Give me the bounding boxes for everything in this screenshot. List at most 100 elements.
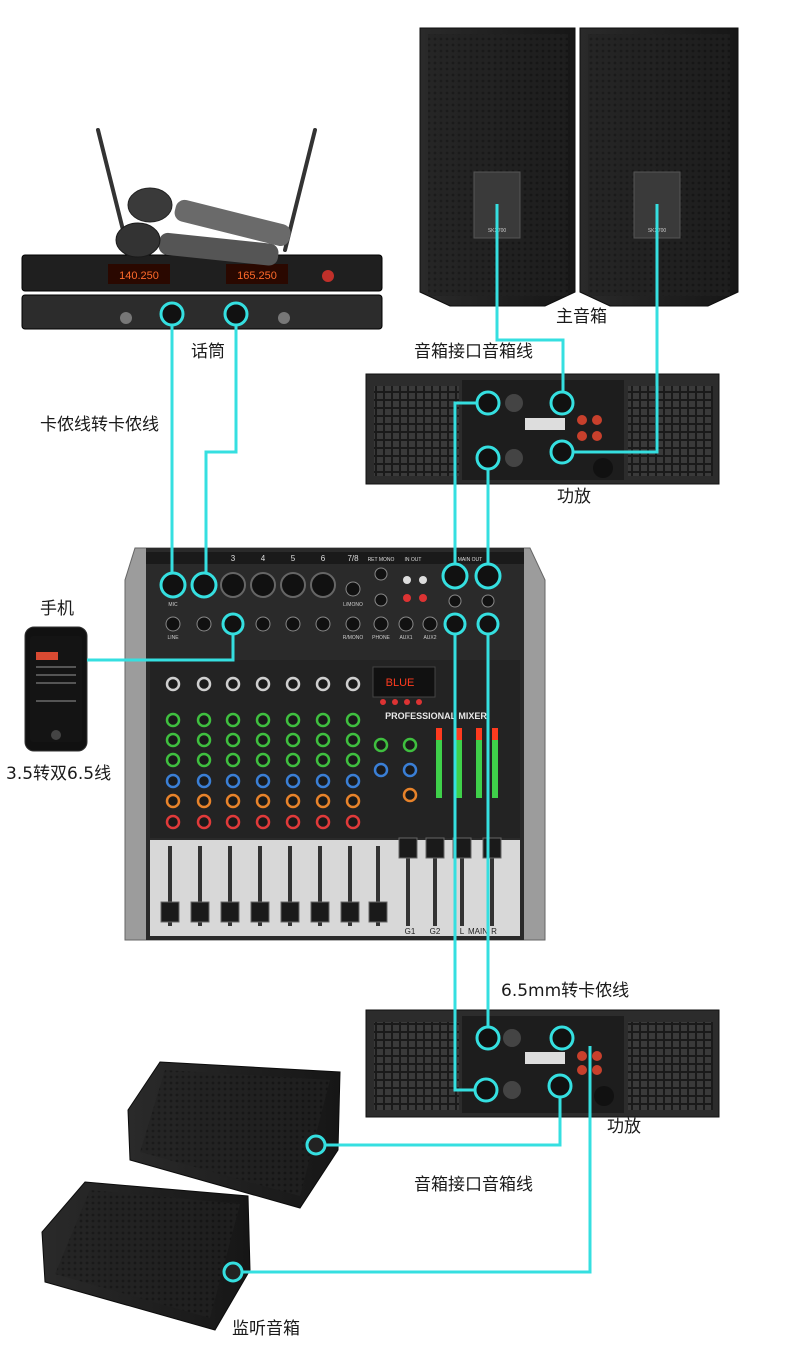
in-out-label: IN OUT [405, 557, 422, 563]
fader-slot [433, 846, 437, 926]
fader-cap [482, 837, 502, 859]
channel-number-3: 3 [231, 554, 236, 563]
knob [345, 752, 361, 768]
fader-slot [490, 846, 494, 926]
knob [225, 793, 241, 809]
knob [255, 793, 271, 809]
label-jack-to-xlr: 6.5mm转卡侬线 [501, 981, 630, 1001]
mixer-main-out-right [474, 562, 502, 590]
receiver-display-b: 165.250 [237, 270, 277, 282]
fader-slot [460, 846, 464, 926]
fader-cap [398, 837, 418, 859]
knob [255, 676, 271, 692]
knob [165, 712, 181, 728]
mixer-panel-text: PROFESSIONAL MIXER [385, 711, 487, 721]
knob [285, 773, 301, 789]
receiver-display-a: 140.250 [119, 270, 159, 282]
channel-number-78: 7/8 [347, 554, 359, 563]
knob [165, 752, 181, 768]
label-main-speakers: 主音箱 [556, 307, 607, 327]
label-phone: 手机 [40, 599, 74, 619]
fader-slot [288, 846, 292, 926]
monitor-lower-input [222, 1261, 244, 1283]
cables [87, 204, 659, 1274]
knob [165, 793, 181, 809]
fader-cap [250, 901, 270, 923]
label-aux-cable: 3.5转双6.5线 [6, 764, 112, 784]
cable-mic-2 [204, 325, 238, 573]
knob [402, 737, 418, 753]
phone-jack-label: PHONE [372, 635, 390, 641]
knob [402, 762, 418, 778]
fader-slot [318, 846, 322, 926]
cable-main-out-left [453, 401, 477, 564]
knob [225, 676, 241, 692]
audio-mixer: 3 4 5 6 7/8 RET MONO IN OUT MAIN OUT MIC… [124, 547, 546, 941]
knob [255, 732, 271, 748]
aux1-jack-label: AUX1 [399, 635, 412, 641]
fader-cap [452, 837, 472, 859]
cable-phone [87, 634, 235, 662]
knob [315, 676, 331, 692]
label-speaker-cable-top: 音箱接口音箱线 [414, 342, 533, 362]
ret-mono-label: RET MONO [368, 557, 395, 563]
knob [315, 752, 331, 768]
cable-speaker-right [573, 204, 659, 454]
knob [225, 752, 241, 768]
knob [285, 712, 301, 728]
knob [285, 793, 301, 809]
fader-main-label: MAIN [468, 927, 488, 936]
knob [315, 773, 331, 789]
mixer-xlr-input-1 [159, 571, 187, 599]
line-row-label: LINE [167, 635, 179, 641]
monitor-upper-input [305, 1134, 327, 1156]
knob [165, 676, 181, 692]
monitor-speaker-upper [127, 1061, 341, 1209]
cable-monitor-upper [316, 1097, 562, 1147]
label-speaker-cable-bottom: 音箱接口音箱线 [414, 1175, 533, 1195]
fader-slot [406, 846, 410, 926]
knob [165, 814, 181, 830]
label-mic: 话筒 [191, 342, 225, 362]
knob [255, 814, 271, 830]
knob [345, 814, 361, 830]
knob [345, 773, 361, 789]
main-speaker-right: SKX700 [579, 27, 739, 307]
knob [373, 762, 389, 778]
knob [255, 752, 271, 768]
knob [345, 712, 361, 728]
knob [196, 814, 212, 830]
mixer-xlr-input-2 [190, 571, 218, 599]
mixer-group-out-1 [443, 612, 467, 636]
fader-cap [190, 901, 210, 923]
fader-cap [220, 901, 240, 923]
label-monitor-speakers: 监听音箱 [232, 1319, 300, 1339]
label-xlr-to-xlr: 卡侬线转卡侬线 [40, 415, 159, 435]
fader-g2-label: G2 [430, 927, 441, 936]
knob [255, 773, 271, 789]
knob [196, 732, 212, 748]
label-amp-bottom: 功放 [607, 1117, 641, 1137]
knob [225, 773, 241, 789]
knob [196, 752, 212, 768]
bluetooth-display: BLUE [386, 677, 415, 689]
rmono-jack-label: R/MONO [343, 635, 364, 641]
fader-slot [376, 846, 380, 926]
channel-number-6: 6 [321, 554, 326, 563]
mixer-main-out-left [441, 562, 469, 590]
knob [225, 732, 241, 748]
knob [196, 773, 212, 789]
fader-cap [368, 901, 388, 923]
knob [345, 793, 361, 809]
amplifier-bottom [365, 1009, 720, 1118]
knob [373, 737, 389, 753]
knob [402, 787, 418, 803]
fader-cap [310, 901, 330, 923]
fader-cap [160, 901, 180, 923]
fader-slot [198, 846, 202, 926]
mixer-group-out-2 [476, 612, 500, 636]
fader-slot [228, 846, 232, 926]
smartphone [24, 626, 88, 752]
